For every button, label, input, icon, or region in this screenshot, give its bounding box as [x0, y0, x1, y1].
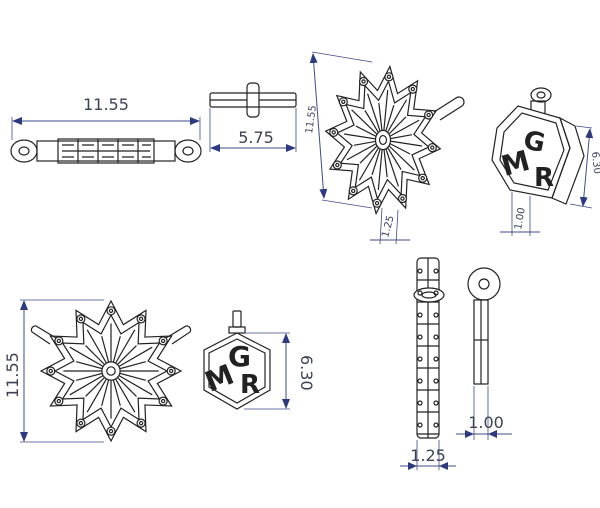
dimension-iso-cube: 6.30 1.00	[500, 125, 600, 236]
dimension-iso-height: 11.55	[304, 51, 373, 209]
dim-side-bail-label: 1.00	[468, 413, 504, 432]
front-cube-view: M G R	[200, 310, 271, 410]
dim-side-thickness-label: 1.25	[410, 446, 446, 465]
side-view-column	[413, 257, 445, 439]
iso-monogram-r: R	[534, 163, 554, 193]
isometric-cube-view: M G R	[491, 87, 585, 205]
dim-iso-cube-label: 6.30	[589, 151, 600, 174]
iso-bails	[433, 96, 465, 121]
dim-iso-thickness-label: 1.25	[380, 214, 396, 238]
top-view-rail	[10, 138, 202, 164]
front-monogram-r: R	[240, 370, 260, 400]
dimension-top-height: 5.75	[209, 108, 297, 152]
side-bail-view	[467, 267, 501, 385]
dimension-front-cube: 6.30	[244, 332, 316, 410]
dim-iso-height-label: 11.55	[304, 105, 319, 135]
dim-top-height-label: 5.75	[238, 128, 274, 147]
dim-top-length-label: 11.55	[83, 95, 129, 114]
dimension-top-length: 11.55	[11, 95, 201, 140]
isometric-star-view	[324, 64, 442, 216]
dimension-side-bail: 1.00	[456, 386, 512, 440]
side-bar-view	[209, 82, 297, 118]
front-bails	[30, 325, 192, 345]
front-monogram-g: G	[228, 340, 251, 373]
dim-iso-cube-depth-label: 1.00	[513, 207, 528, 231]
dimension-side-thickness: 1.25	[400, 440, 456, 470]
front-star-view	[39, 299, 183, 443]
dim-front-height-label: 11.55	[3, 352, 22, 398]
dimension-front-height: 11.55	[3, 299, 104, 443]
dim-front-cube-label: 6.30	[297, 355, 316, 391]
